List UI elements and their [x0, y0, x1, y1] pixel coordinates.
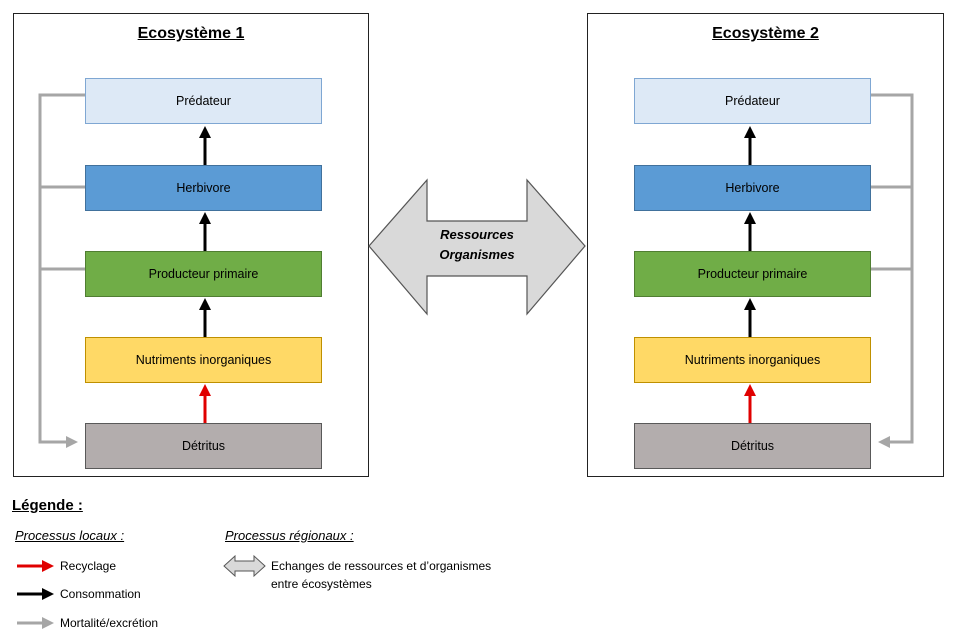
- exchange-double-arrow: [368, 178, 586, 316]
- legend-recycling-label: Recyclage: [60, 559, 117, 573]
- exchange-label-resources: Ressources: [440, 227, 514, 242]
- ecosystem-1-title: Ecosystème 1: [137, 25, 245, 42]
- legend-regional-heading: Processus régionaux :: [225, 528, 354, 543]
- eco1-predator-box: Prédateur: [85, 78, 322, 124]
- eco2-detritus-box: Détritus: [634, 423, 871, 469]
- eco2-herbivore-box: Herbivore: [634, 165, 871, 211]
- exchange-label: Ressources Organismes: [417, 225, 537, 265]
- legend-mortality-label: Mortalité/excrétion: [60, 616, 159, 630]
- legend-local-heading: Processus locaux :: [15, 528, 125, 543]
- legend-exchange-label-line2: entre écosystèmes: [271, 577, 372, 591]
- legend-exchange-label-line1: Echanges de ressources et d’organismes: [271, 559, 492, 573]
- eco1-herbivore-box: Herbivore: [85, 165, 322, 211]
- eco2-predator-box: Prédateur: [634, 78, 871, 124]
- legend-consumption-label: Consommation: [60, 587, 141, 601]
- eco2-nutrients-box: Nutriments inorganiques: [634, 337, 871, 383]
- exchange-label-organisms: Organismes: [439, 247, 515, 262]
- eco2-producer-box: Producteur primaire: [634, 251, 871, 297]
- legend-exchange-arrow: [223, 554, 266, 578]
- legend-title: Légende :: [12, 497, 83, 514]
- eco1-detritus-box: Détritus: [85, 423, 322, 469]
- ecosystem-2-title: Ecosystème 2: [712, 25, 819, 42]
- eco1-producer-box: Producteur primaire: [85, 251, 322, 297]
- eco1-nutrients-box: Nutriments inorganiques: [85, 337, 322, 383]
